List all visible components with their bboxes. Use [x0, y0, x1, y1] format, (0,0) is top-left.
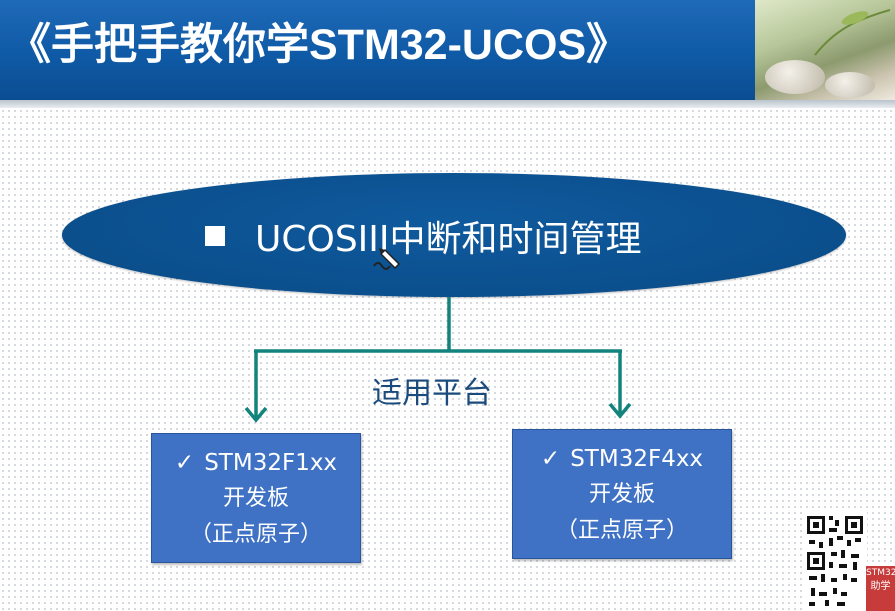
pen-cursor-icon — [373, 248, 401, 270]
arrow-down-left-icon — [244, 406, 268, 423]
badge-line2: 助学 — [870, 581, 891, 592]
bullet-square-icon — [205, 226, 225, 246]
topic-ellipse — [62, 173, 846, 297]
board-card-f4: ✓ STM32F4xx 开发板 （正点原子） — [512, 429, 732, 559]
topic-heading: UCOSIII中断和时间管理 — [205, 211, 642, 261]
board-type: 开发板 — [222, 486, 289, 511]
check-icon: ✓ — [540, 446, 561, 472]
header-decorative-photo — [755, 0, 895, 100]
header-banner: 《手把手教你学STM32-UCOS》 — [0, 0, 895, 100]
board-maker: （正点原子） — [189, 522, 322, 547]
slide-title: 《手把手教你学STM32-UCOS》 — [8, 21, 630, 69]
arrow-down-right-icon — [608, 402, 632, 419]
board-card-f1: ✓ STM32F1xx 开发板 （正点原子） — [151, 433, 361, 563]
badge-line1: STM32 — [866, 568, 895, 578]
board-model: STM32F1xx — [204, 450, 338, 476]
board-model: STM32F4xx — [570, 446, 704, 472]
check-icon: ✓ — [174, 450, 195, 476]
board-type: 开发板 — [588, 482, 655, 507]
watermark-badge: STM32 助学 — [866, 566, 895, 611]
qr-code-icon — [805, 512, 867, 611]
topic-text: UCOSIII中断和时间管理 — [255, 219, 642, 260]
board-maker: （正点原子） — [555, 518, 688, 543]
platform-label: 适用平台 — [372, 376, 492, 411]
header-divider — [0, 100, 895, 108]
